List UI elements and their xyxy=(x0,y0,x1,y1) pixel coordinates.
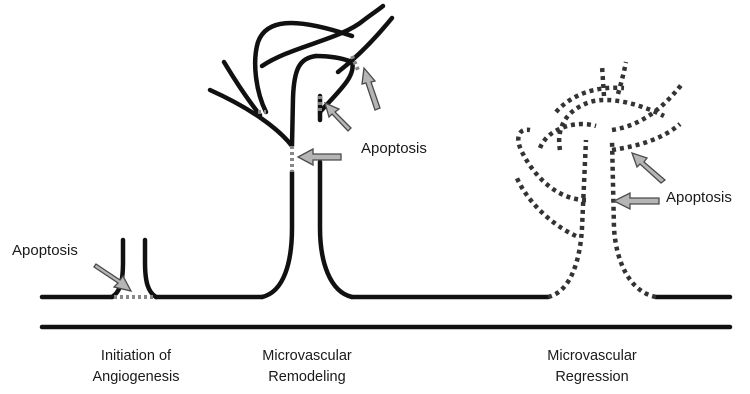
apoptosis-label-middle: Apoptosis xyxy=(361,140,427,157)
arrow-right-upper-icon xyxy=(632,153,665,183)
arrow-left-icon xyxy=(94,264,131,291)
arrow-middle-upper-icon xyxy=(325,103,351,131)
caption-regression-line2: Regression xyxy=(555,369,628,385)
trunk-right-wall xyxy=(320,162,352,297)
branch-right-limb xyxy=(338,18,392,72)
sprout-right-wall xyxy=(145,240,156,297)
regress-branch-left xyxy=(518,130,586,200)
apoptosis-label-right: Apoptosis xyxy=(666,189,732,206)
arrow-middle-top-icon xyxy=(362,68,380,110)
caption-initiation-line2: Angiogenesis xyxy=(92,369,179,385)
caption-regression-line1: Microvascular xyxy=(547,348,637,364)
regress-branch-top xyxy=(602,66,604,96)
branch-left-lower xyxy=(210,90,292,146)
base-vessel xyxy=(42,297,730,327)
apoptosis-label-left: Apoptosis xyxy=(12,242,78,259)
trunk-left-wall xyxy=(262,172,292,297)
apoptosis-arrows xyxy=(94,68,665,291)
caption-remodeling-line1: Microvascular xyxy=(262,348,352,364)
regress-branch-upper xyxy=(556,88,624,112)
regress-trunk-right xyxy=(612,140,656,297)
caption-initiation-line1: Initiation of xyxy=(101,348,172,364)
arrow-right-lower-icon xyxy=(614,193,659,209)
trunk-left-upper xyxy=(292,56,316,145)
regress-inner-loop xyxy=(540,124,596,148)
regress-trunk-left xyxy=(548,140,586,297)
caption-remodeling-line2: Remodeling xyxy=(268,369,345,385)
